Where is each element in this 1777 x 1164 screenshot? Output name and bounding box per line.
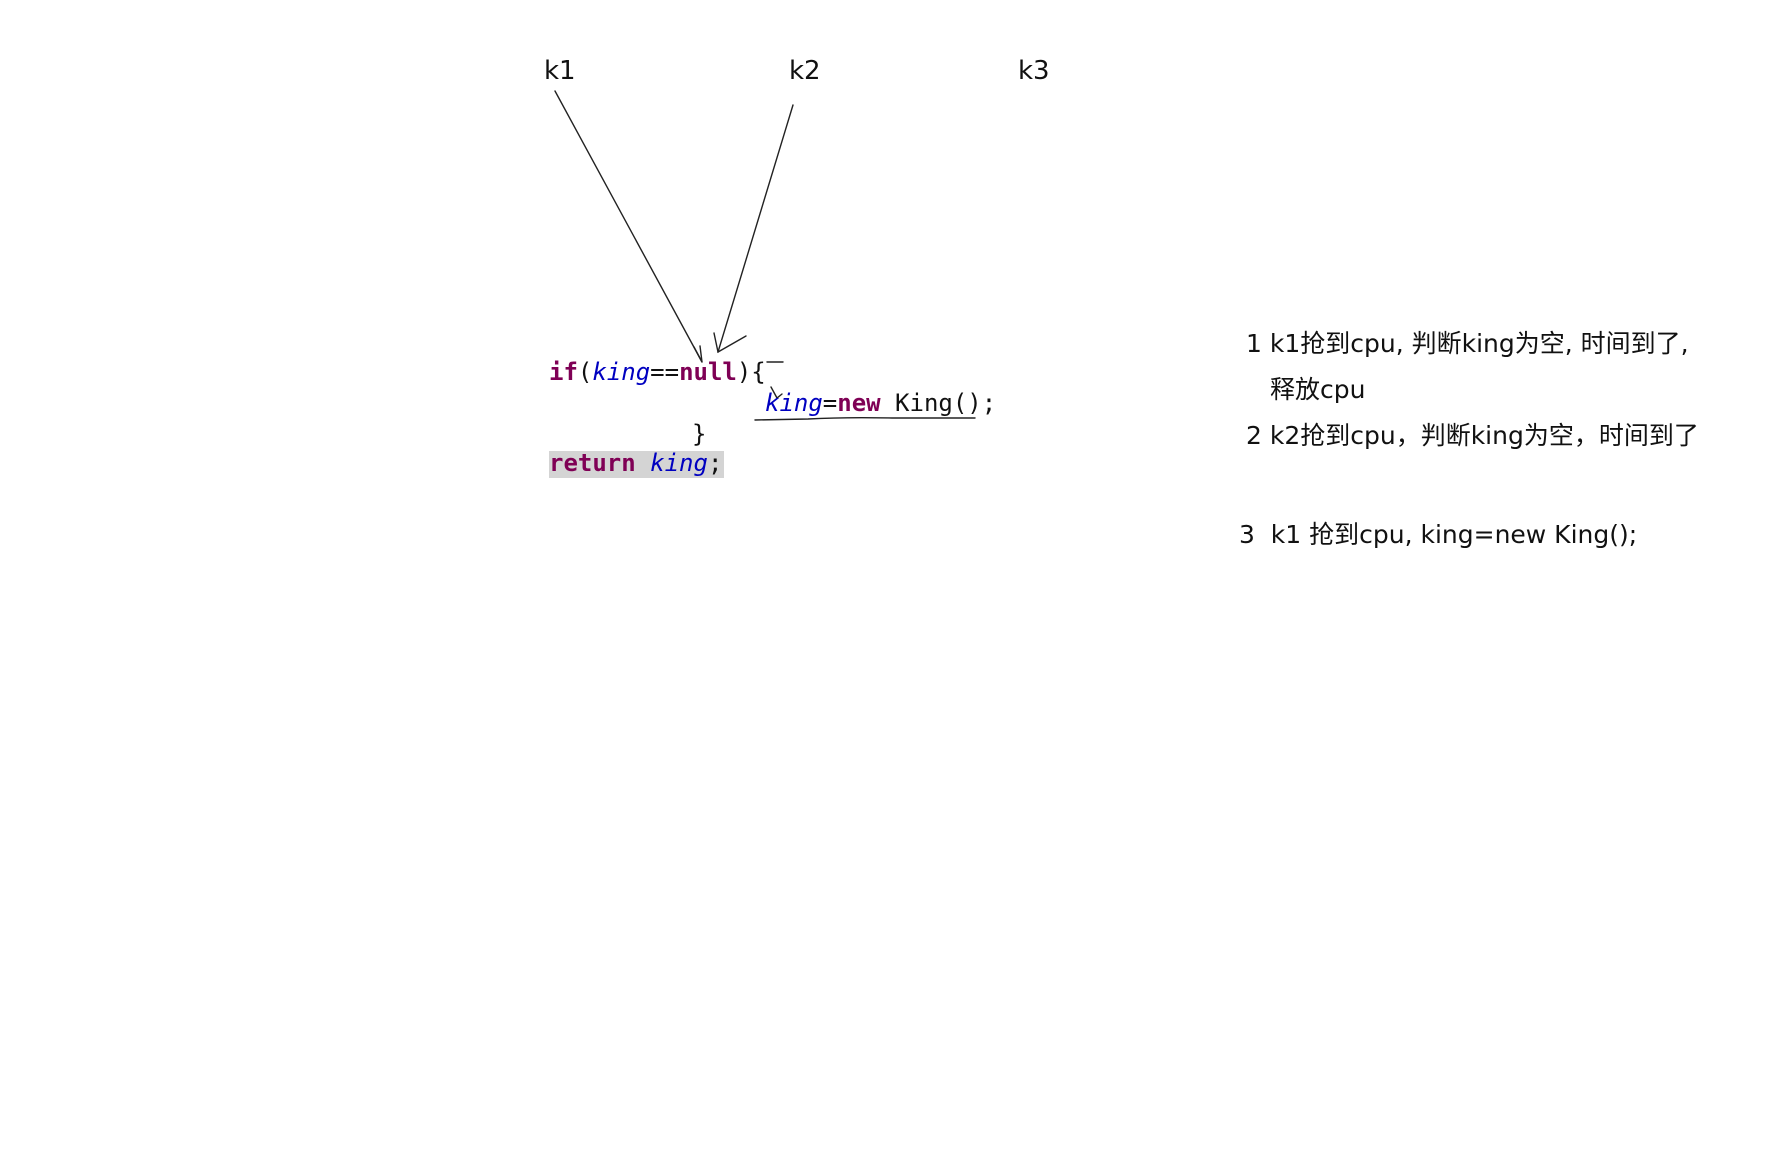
code-null-keyword: null <box>679 358 737 386</box>
code-if-keyword: if <box>549 358 578 386</box>
arrow-k1-head <box>693 345 703 363</box>
underline-assignment <box>754 416 976 421</box>
code-assign-line: king=new King(); <box>765 391 996 415</box>
code-return-line: return king; <box>549 449 725 478</box>
code-space <box>636 449 650 477</box>
code-eq-operator: == <box>650 358 680 386</box>
code-var-king: king <box>592 358 651 386</box>
note-step-2: 2 k2抢到cpu，判断king为空，时间到了 <box>1246 421 1699 450</box>
thread-label-k1: k1 <box>544 56 576 86</box>
note-step-1: 1 k1抢到cpu, 判断king为空, 时间到了, <box>1246 329 1689 358</box>
thread-label-k3: k3 <box>1018 56 1050 86</box>
note-step-1-continued: 释放cpu <box>1270 375 1366 404</box>
code-constructor-call: King(); <box>880 389 997 417</box>
code-assign-operator: = <box>822 389 838 417</box>
thread-label-k2: k2 <box>789 56 821 86</box>
code-return-keyword: return <box>549 449 636 477</box>
code-close-brace: } <box>692 420 707 448</box>
arrow-k2-head <box>713 332 747 354</box>
code-var-king: king <box>650 449 708 477</box>
code-semicolon: ; <box>707 449 723 477</box>
code-var-king: king <box>765 389 823 417</box>
code-if-line: if(king==null){ <box>549 360 766 384</box>
arrow-k2-line <box>717 104 794 353</box>
arrow-k1-line <box>554 90 703 363</box>
note-step-3: 3 k1 抢到cpu, king=new King(); <box>1239 520 1638 549</box>
stroke-tick-mark <box>770 386 783 400</box>
code-new-keyword: new <box>837 389 881 417</box>
code-paren-open: ( <box>577 358 593 386</box>
code-paren-close-brace: ){ <box>736 358 766 386</box>
